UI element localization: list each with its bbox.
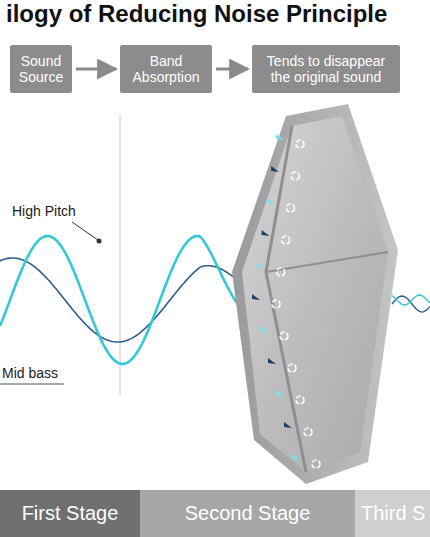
high-pitch-wave [0,236,262,364]
callout-label: High Pitch [10,203,78,219]
stage-band: First Stage [0,490,140,537]
callout-label: Mid bass [0,365,60,381]
node-text: Tends to disappear the original sound [257,53,395,85]
residual-wave [392,295,430,312]
divider-line [120,115,121,395]
diagram-title: ilogy of Reducing Noise Principle [6,0,387,28]
flow-arrow [216,68,248,71]
node-text: Sound Source [15,53,67,85]
mid-bass-wave [0,258,262,342]
process-box: Band Absorption [120,45,212,93]
node-text: Third S [361,502,425,525]
absorption-marks [252,134,320,468]
node-text: Second Stage [185,502,311,525]
stage-band: Second Stage [140,490,355,537]
underline [0,384,64,385]
node-text: First Stage [22,502,119,525]
leader-dot [97,239,102,244]
acoustic-panel [232,104,398,484]
sound-waves [0,236,262,364]
node-text: Band Absorption [125,53,207,85]
stage-band: Third S [355,490,430,537]
process-box: Sound Source [10,45,72,93]
flow-arrow [76,68,116,71]
process-box: Tends to disappear the original sound [252,45,400,93]
leader-line [72,222,98,240]
